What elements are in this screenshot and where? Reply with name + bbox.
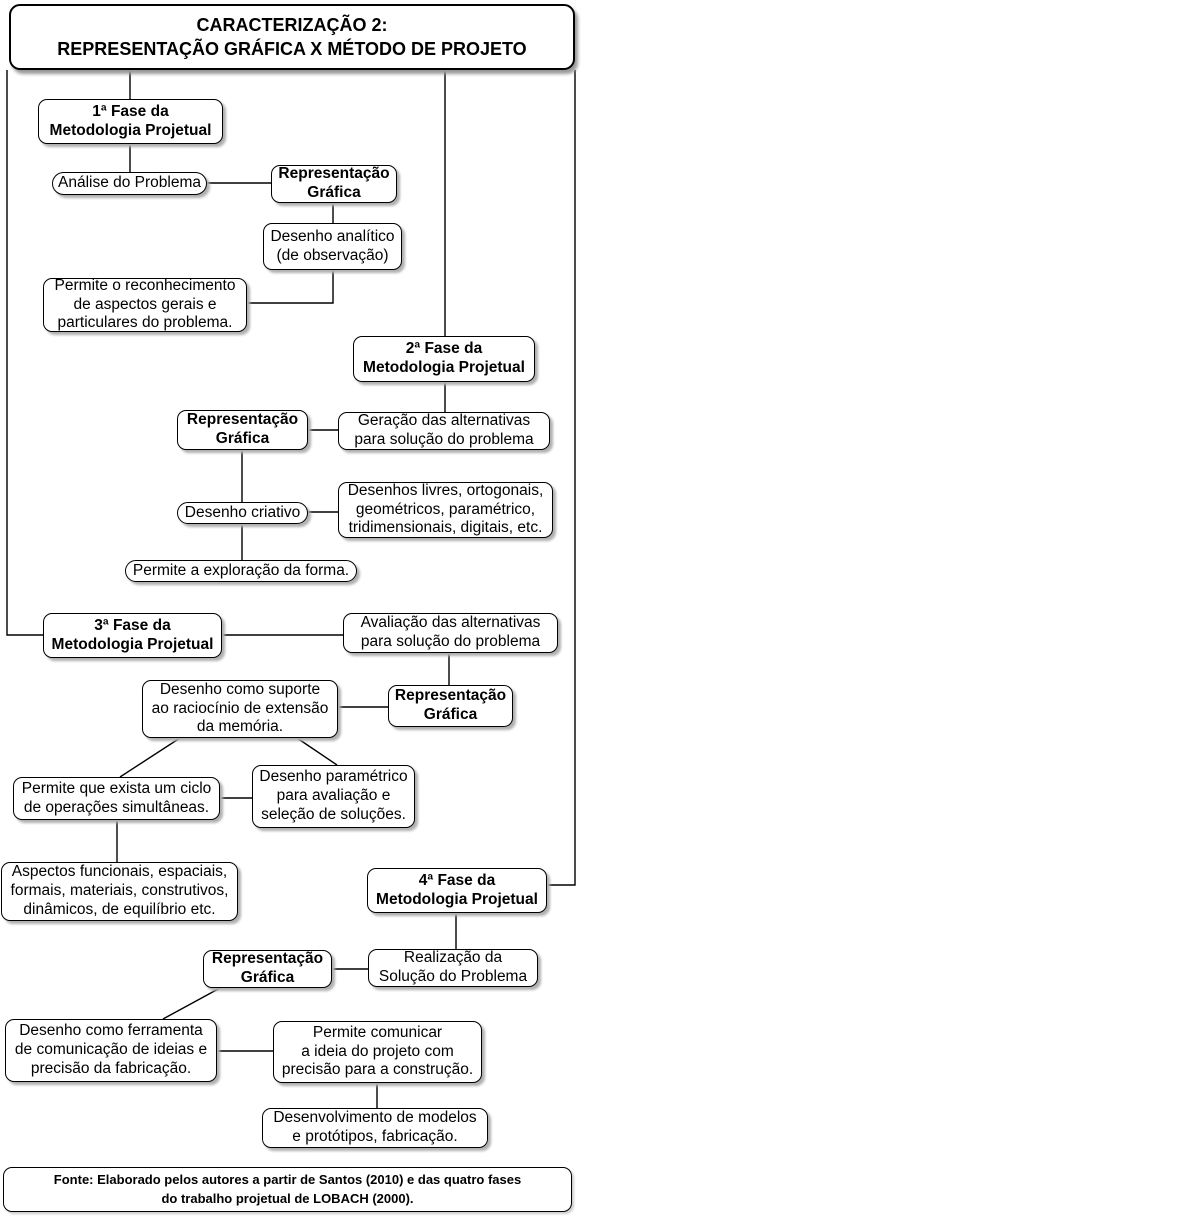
node-avaliacao-alternativas: Avaliação das alternativas para solução …: [343, 613, 558, 653]
node-desenho-criativo: Desenho criativo: [177, 502, 308, 524]
node-permite-comunicar: Permite comunicar a ideia do projeto com…: [273, 1021, 482, 1083]
node-phase-2: 2ª Fase da Metodologia Projetual: [353, 336, 535, 382]
node-desenvolvimento: Desenvolvimento de modelos e protótipos,…: [262, 1108, 488, 1148]
source-note: Fonte: Elaborado pelos autores a partir …: [3, 1167, 572, 1212]
node-desenho-analitico: Desenho analítico (de observação): [263, 223, 402, 270]
node-representacao-grafica-2: Representação Gráfica: [177, 410, 308, 450]
diagram-title: CARACTERIZAÇÃO 2: REPRESENTAÇÃO GRÁFICA …: [9, 4, 575, 70]
node-aspectos: Aspectos funcionais, espaciais, formais,…: [1, 862, 238, 921]
node-phase-1: 1ª Fase da Metodologia Projetual: [38, 99, 223, 144]
node-desenhos-livres: Desenhos livres, ortogonais, geométricos…: [338, 482, 553, 538]
node-desenho-parametrico: Desenho paramétrico para avaliação e sel…: [252, 765, 415, 828]
node-representacao-grafica-4: Representação Gráfica: [203, 950, 332, 988]
node-phase-3: 3ª Fase da Metodologia Projetual: [43, 613, 222, 658]
node-phase-4: 4ª Fase da Metodologia Projetual: [367, 868, 547, 913]
node-desenho-ferramenta: Desenho como ferramenta de comunicação d…: [5, 1019, 217, 1082]
node-representacao-grafica-1: Representação Gráfica: [271, 165, 397, 203]
node-desenho-suporte: Desenho como suporte ao raciocínio de ex…: [142, 680, 338, 738]
node-realizacao: Realização da Solução do Problema: [368, 949, 538, 987]
node-representacao-grafica-3: Representação Gráfica: [388, 685, 513, 727]
node-permite-reconhecimento: Permite o reconhecimento de aspectos ger…: [43, 277, 247, 332]
node-analise-problema: Análise do Problema: [52, 172, 207, 195]
node-permite-exploracao: Permite a exploração da forma.: [125, 560, 357, 582]
node-permite-ciclo: Permite que exista um ciclo de operações…: [13, 777, 220, 820]
node-geracao-alternativas: Geração das alternativas para solução do…: [338, 412, 550, 450]
